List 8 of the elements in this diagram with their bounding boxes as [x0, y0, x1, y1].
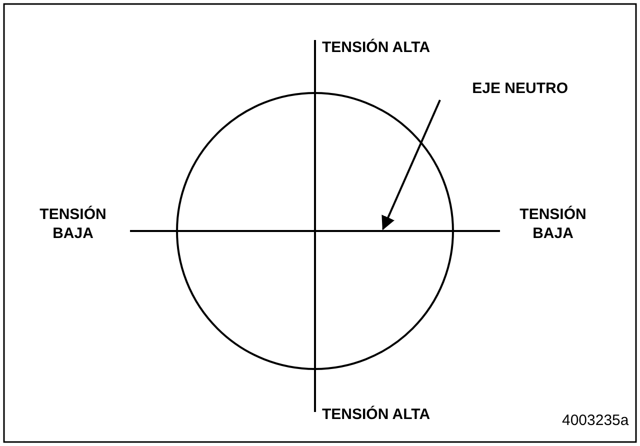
axis-label: TENSIÓN BAJA: [38, 205, 108, 243]
callout-label: EJE NEUTRO: [472, 80, 568, 98]
axis-label: TENSIÓN ALTA: [322, 405, 430, 424]
leader-arrow: [382, 100, 441, 230]
axis-label: TENSIÓN ALTA: [322, 38, 430, 57]
horizontal-axis-line: [130, 230, 500, 232]
axis-label: TENSIÓN BAJA: [518, 205, 588, 243]
figure-number: 4003235a: [562, 411, 629, 430]
